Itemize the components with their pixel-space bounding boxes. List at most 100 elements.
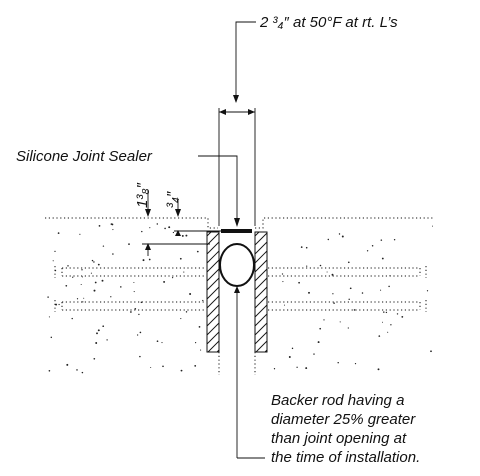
hatch-line: [254, 295, 268, 309]
hatch-line: [254, 232, 268, 246]
aggregate-speck: [338, 233, 341, 235]
hatch-line: [216, 349, 220, 353]
aggregate-speck: [401, 316, 404, 318]
aggregate-speck: [371, 245, 374, 247]
aggregate-speck: [196, 250, 199, 253]
aggregate-speck: [93, 261, 95, 263]
aggregate-speck: [181, 234, 184, 237]
aggregate-speck: [353, 309, 356, 311]
aggregate-speck: [291, 347, 294, 350]
backer-note-line1: Backer rod having a: [271, 392, 404, 409]
aggregate-speck: [305, 367, 308, 370]
aggregate-speck: [136, 334, 139, 336]
sealer-leader: Silicone Joint Sealer: [16, 148, 240, 227]
aggregate-speck: [172, 231, 175, 234]
aggregate-speck: [377, 368, 380, 371]
aggregate-speck: [339, 321, 341, 323]
aggregate-speck: [319, 327, 322, 330]
aggregate-speck: [313, 353, 315, 355]
aggregate-speck: [298, 281, 300, 284]
aggregate-speck: [58, 303, 60, 306]
aggregate-speck: [72, 276, 74, 278]
silicone-sealer-label: Silicone Joint Sealer: [16, 148, 153, 165]
aggregate-speck: [308, 291, 310, 294]
aggregate-speck: [156, 340, 159, 343]
aggregate-speck: [93, 289, 96, 292]
dowel-bars: [54, 266, 427, 312]
aggregate-speck: [138, 313, 140, 316]
aggregate-speck: [71, 317, 73, 320]
aggregate-speck: [112, 229, 114, 231]
aggregate-speck: [300, 246, 303, 248]
hatch-line: [254, 259, 268, 273]
aggregate-speck: [96, 332, 98, 335]
aggregate-speck: [185, 234, 188, 237]
aggregate-speck: [94, 281, 97, 284]
joint-width-label: 2 ³₄″ at 50°F at rt. L’s: [259, 14, 398, 31]
aggregate-speck: [381, 257, 384, 260]
aggregate-speck: [67, 265, 69, 267]
aggregate-speck: [327, 238, 330, 241]
aggregate-speck: [189, 293, 192, 295]
aggregate-speck: [101, 279, 104, 282]
left-slab: [45, 217, 218, 229]
aggregate-speck: [194, 365, 197, 367]
hatch-line: [206, 259, 220, 273]
aggregate-speck: [378, 335, 381, 337]
aggregate-speck: [161, 342, 163, 344]
aggregate-speck: [183, 271, 185, 273]
aggregate-speck: [168, 226, 171, 229]
aggregate-speck: [305, 246, 308, 249]
aggregate-speck: [185, 311, 188, 313]
aggregate-speck: [296, 366, 298, 368]
right-joint-face: [254, 231, 268, 353]
aggregate-speck: [198, 326, 201, 328]
aggregate-speck: [141, 230, 143, 233]
hatch-line: [254, 241, 268, 255]
aggregate-speck: [396, 313, 399, 315]
backer-note-line4: the time of installation.: [271, 449, 420, 466]
sealer-depth-label: 1³₈″: [134, 182, 151, 208]
aggregate-speck: [426, 290, 429, 292]
aggregate-speck: [97, 329, 100, 332]
aggregate-speck: [393, 239, 396, 241]
aggregate-speck: [148, 258, 151, 261]
aggregate-speck: [76, 298, 79, 300]
aggregate-speck: [380, 239, 383, 241]
aggregate-speck: [76, 369, 78, 371]
hatch-line: [206, 250, 220, 264]
hatch-line: [254, 331, 268, 345]
aggregate-speck: [120, 286, 122, 288]
aggregate-speck: [83, 297, 85, 299]
aggregate-speck: [97, 263, 100, 266]
hatch-line: [207, 340, 220, 353]
aggregate-speck: [106, 339, 108, 341]
hatch-line: [206, 286, 220, 300]
aggregate-speck: [102, 245, 105, 247]
aggregate-speck: [333, 302, 335, 304]
hatch-line: [206, 277, 220, 291]
aggregate-speck: [102, 325, 105, 328]
left-joint-face: [206, 231, 220, 353]
hatch-line: [206, 304, 220, 318]
hatch-line: [254, 231, 260, 237]
hatch-line: [254, 250, 268, 264]
aggregate-speck: [202, 299, 204, 302]
silicone-sealer: [221, 229, 252, 233]
aggregate-speck: [142, 259, 145, 262]
aggregate-speck: [128, 243, 130, 245]
aggregate-speck: [163, 280, 166, 283]
aggregate-speck: [323, 319, 325, 321]
aggregate-speck: [81, 371, 84, 374]
backer-note-line2: diameter 25% greater: [271, 411, 416, 428]
hatch-line: [206, 313, 220, 327]
aggregate-speck: [332, 293, 334, 295]
aggregate-speck: [65, 284, 68, 287]
aggregate-speck: [82, 301, 84, 303]
aggregate-speck: [179, 257, 182, 260]
aggregate-speck: [66, 363, 69, 366]
aggregate-speck: [133, 291, 135, 293]
aggregate-speck: [388, 285, 390, 288]
aggregate-speck: [431, 225, 434, 227]
